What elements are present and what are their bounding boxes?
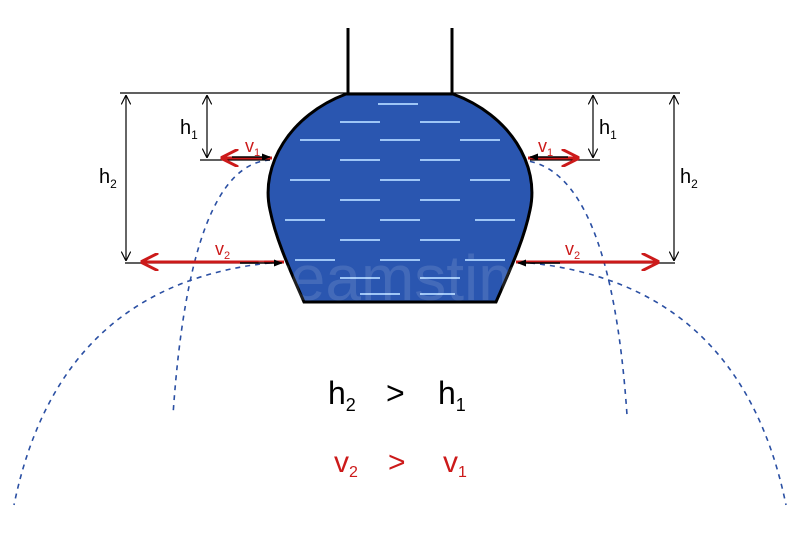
trajectory-curves xyxy=(13,159,787,506)
outlet-arrows xyxy=(232,153,568,267)
svg-text:v1: v1 xyxy=(443,446,467,481)
label-v1-right: v1 xyxy=(538,136,553,159)
trajectory-right-upper xyxy=(519,159,628,416)
trajectory-left-upper xyxy=(172,159,271,416)
trajectory-left-lower xyxy=(13,261,281,506)
label-h2-right: h2 xyxy=(680,166,698,191)
svg-text:v2: v2 xyxy=(334,446,358,481)
vessel-body xyxy=(266,92,534,304)
equation-velocity: v2 > v1 xyxy=(334,446,467,481)
label-v2-left: v2 xyxy=(215,239,230,262)
trajectory-right-lower xyxy=(519,261,787,506)
svg-text:h1: h1 xyxy=(438,375,466,415)
label-h2-left: h2 xyxy=(99,166,117,191)
equation-height: h2 > h1 xyxy=(328,375,466,415)
svg-text:>: > xyxy=(388,446,406,479)
label-v1-left: v1 xyxy=(245,136,260,159)
svg-text:>: > xyxy=(386,375,405,411)
label-v2-right: v2 xyxy=(565,239,580,262)
water-stripes xyxy=(285,103,515,295)
water-vessel xyxy=(266,28,534,304)
svg-text:h2: h2 xyxy=(328,375,356,415)
label-h1-left: h1 xyxy=(180,117,198,142)
watermark-text: dreamstime xyxy=(233,242,567,314)
label-h1-right: h1 xyxy=(599,117,617,142)
